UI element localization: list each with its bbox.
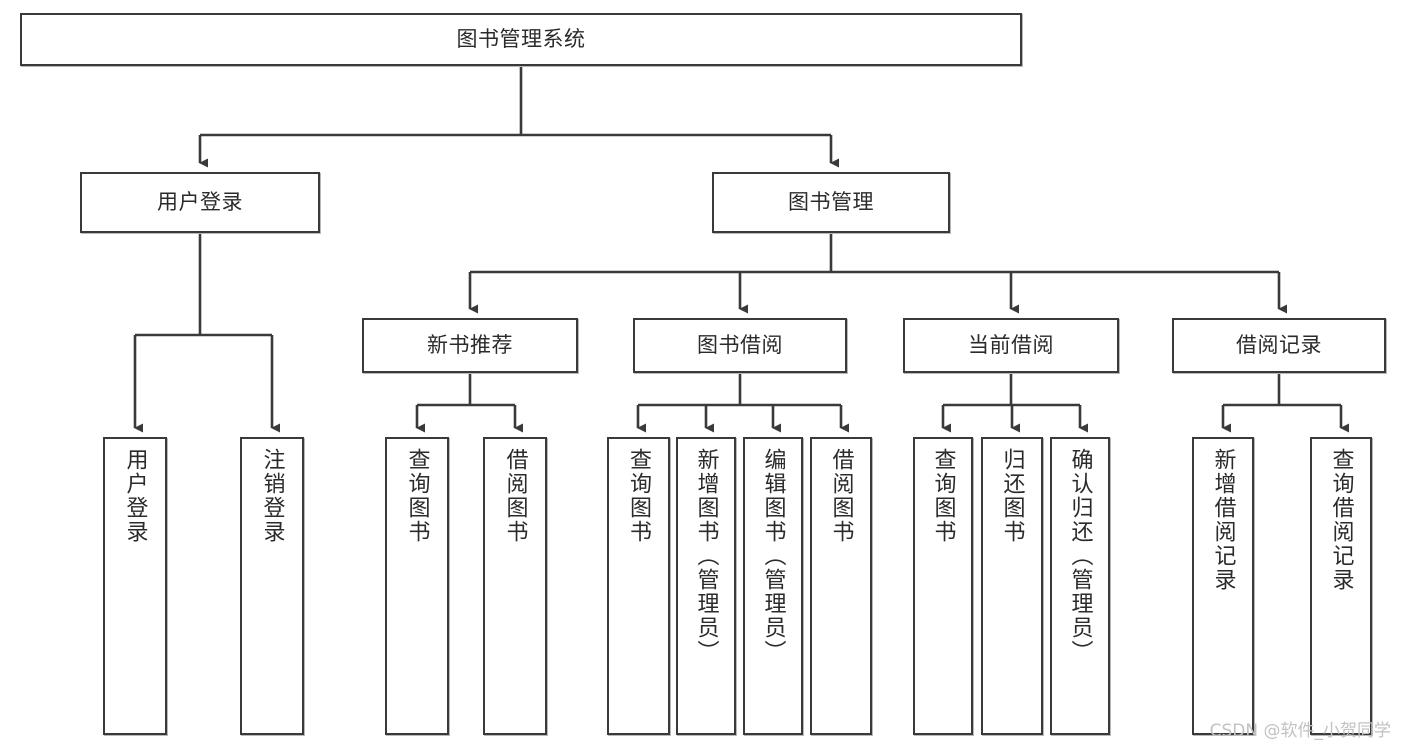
level3-node-current-borrow[interactable]: 当前借阅 <box>903 318 1119 373</box>
level3-node-new-book-recommend[interactable]: 新书推荐 <box>362 318 578 373</box>
node-label: 用户登录 <box>157 189 243 214</box>
node-label: 图书管理系统 <box>456 26 586 51</box>
node-label: 归还图书 <box>999 448 1025 544</box>
level3-node-borrow-record[interactable]: 借阅记录 <box>1172 318 1386 373</box>
node-label: 当前借阅 <box>968 332 1054 357</box>
node-label: 借阅记录 <box>1236 332 1322 357</box>
node-label: 新书推荐 <box>427 332 513 357</box>
leaf-node-leaf-query-record[interactable]: 查询借阅记录 <box>1310 437 1372 735</box>
level3-node-book-borrow[interactable]: 图书借阅 <box>633 318 847 373</box>
leaf-node-leaf-edit-book[interactable]: 编辑图书（管理员） <box>743 437 803 735</box>
leaf-node-leaf-add-record[interactable]: 新增借阅记录 <box>1192 437 1254 735</box>
level2-node-book-manage[interactable]: 图书管理 <box>712 172 950 233</box>
watermark-label: CSDN @软件_小贺同学 <box>1209 721 1391 741</box>
node-label: 注销登录 <box>259 448 285 544</box>
node-label: 新增图书（管理员） <box>693 448 719 664</box>
node-label: 查询图书 <box>626 448 652 544</box>
leaf-node-leaf-query-book-1[interactable]: 查询图书 <box>385 437 449 735</box>
leaf-node-leaf-borrow-book-2[interactable]: 借阅图书 <box>810 437 872 735</box>
leaf-node-leaf-user-login[interactable]: 用户登录 <box>103 437 167 735</box>
node-label: 借阅图书 <box>502 448 528 544</box>
leaf-node-leaf-borrow-book-1[interactable]: 借阅图书 <box>483 437 547 735</box>
leaf-node-leaf-return-book[interactable]: 归还图书 <box>981 437 1043 735</box>
node-label: 查询图书 <box>404 448 430 544</box>
node-label: 查询图书 <box>930 448 956 544</box>
leaf-node-leaf-logout[interactable]: 注销登录 <box>240 437 304 735</box>
node-label: 图书借阅 <box>697 332 783 357</box>
leaf-node-leaf-add-book[interactable]: 新增图书（管理员） <box>676 437 736 735</box>
root-node[interactable]: 图书管理系统 <box>20 13 1022 66</box>
node-label: 借阅图书 <box>828 448 854 544</box>
node-label: 用户登录 <box>122 448 148 544</box>
node-label: 查询借阅记录 <box>1328 448 1354 592</box>
leaf-node-leaf-query-book-2[interactable]: 查询图书 <box>607 437 670 735</box>
leaf-node-leaf-query-book-3[interactable]: 查询图书 <box>913 437 973 735</box>
leaf-node-leaf-confirm-return[interactable]: 确认归还（管理员） <box>1050 437 1110 735</box>
node-label: 确认归还（管理员） <box>1067 448 1093 664</box>
node-label: 图书管理 <box>788 189 874 214</box>
level2-node-user-login[interactable]: 用户登录 <box>80 172 320 233</box>
node-label: 编辑图书（管理员） <box>760 448 786 664</box>
node-label: 新增借阅记录 <box>1210 448 1236 592</box>
